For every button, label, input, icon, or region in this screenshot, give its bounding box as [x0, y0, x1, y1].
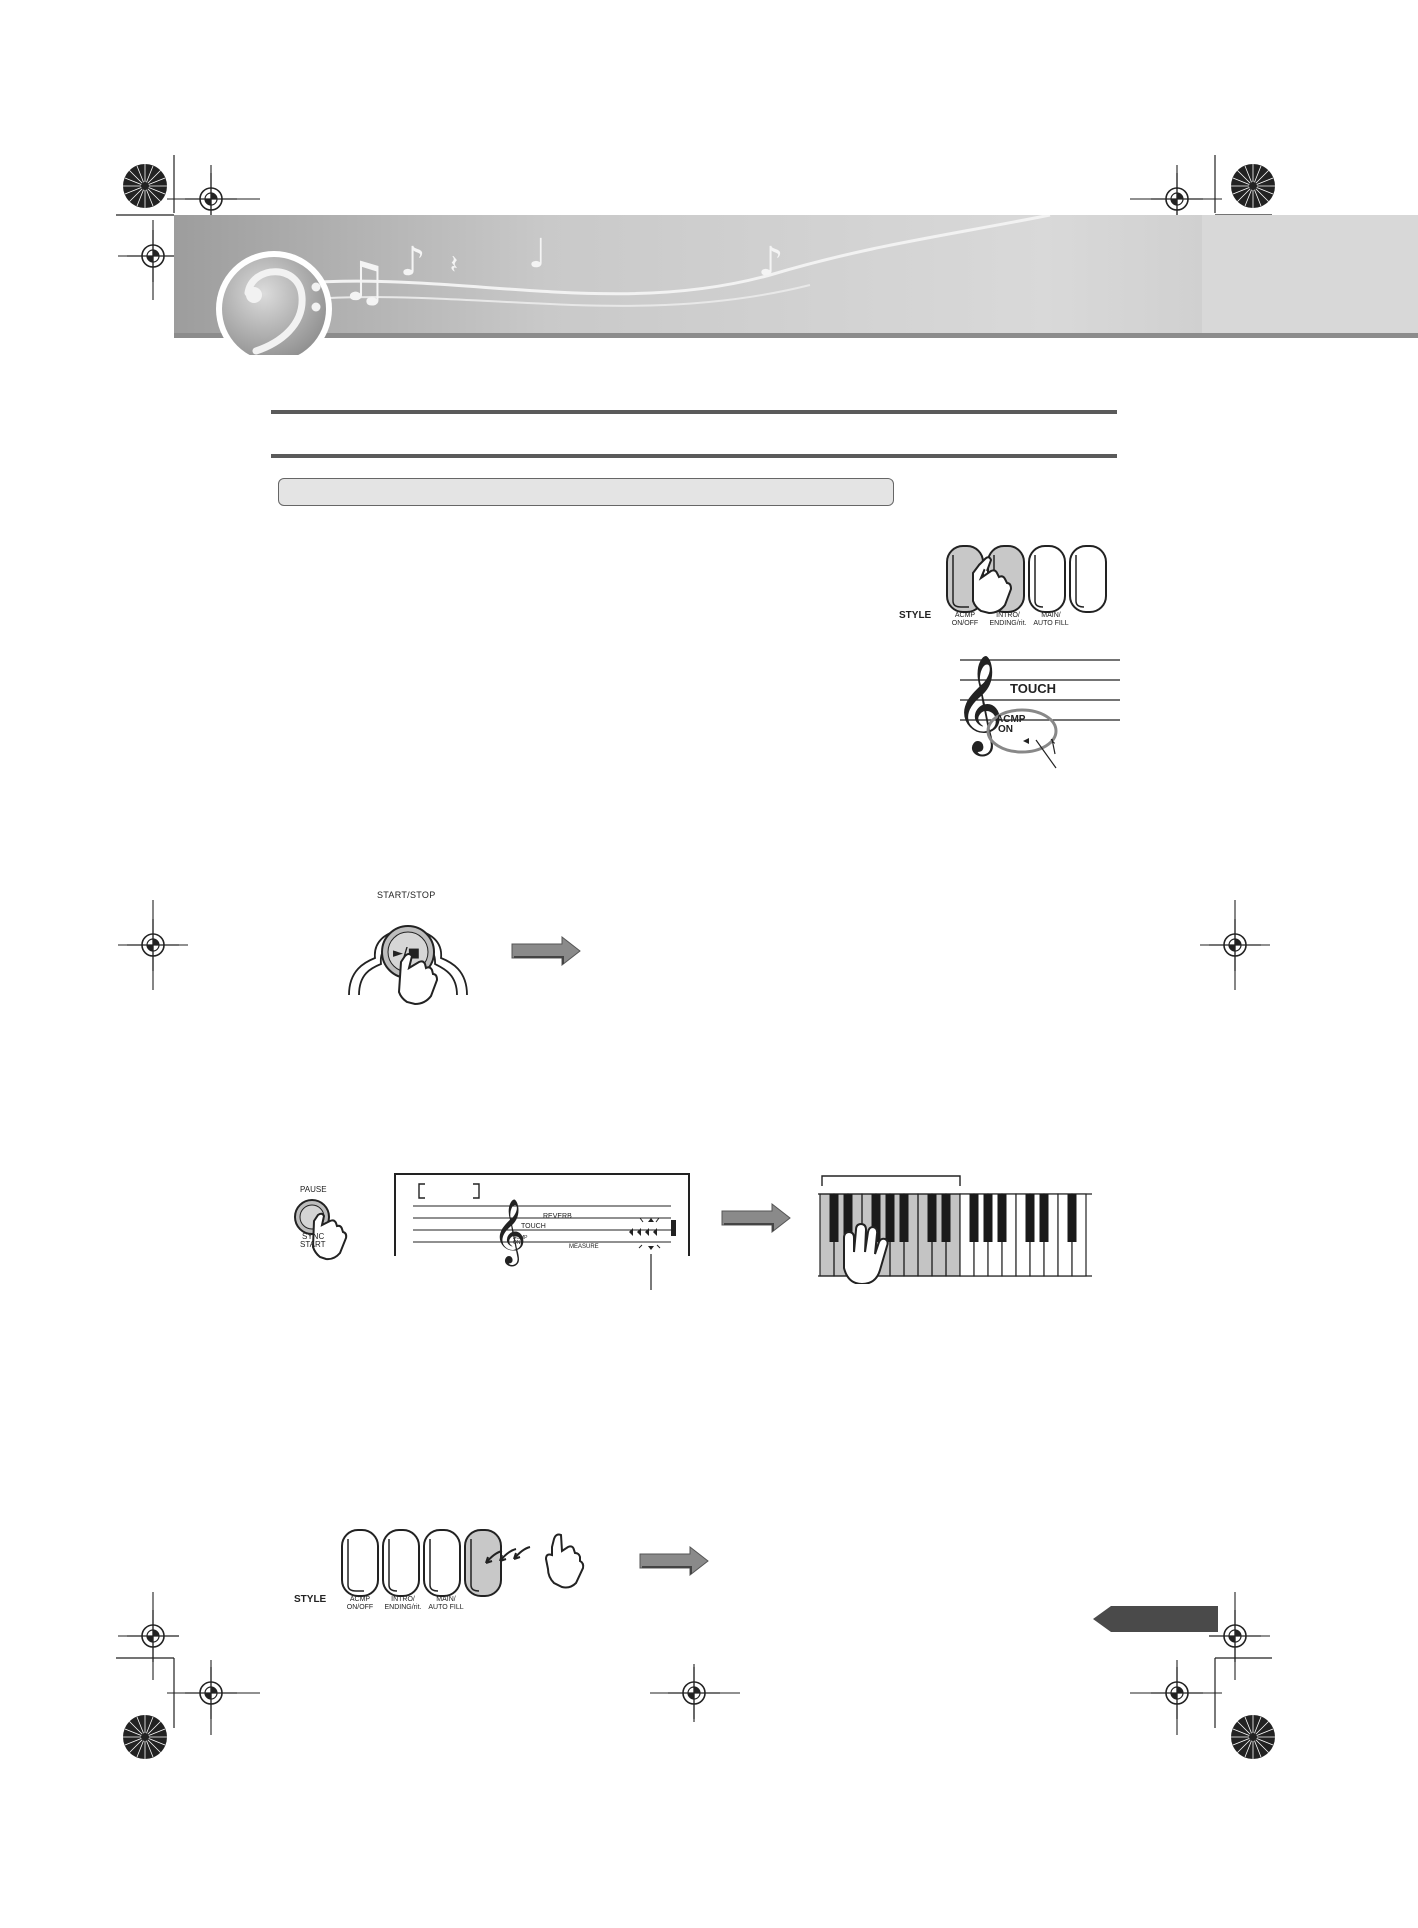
right-arrow-icon [639, 1546, 709, 1576]
keyboard-illustration [818, 1172, 1092, 1284]
right-arrow-icon [511, 936, 581, 966]
black-key [843, 1194, 853, 1242]
acmp-display: 𝄞 TOUCH ACMP ON [950, 648, 1125, 768]
start-label: START [300, 1240, 326, 1249]
main-auto-fill-button[interactable] [423, 1529, 461, 1597]
black-key [1025, 1194, 1035, 1242]
chapter-header-band: ♫ ♪ 𝄽 ♩ ♪ [174, 215, 1418, 355]
black-key [829, 1194, 839, 1242]
touch-indicator: TOUCH [1010, 681, 1056, 696]
acmp-indicator-lcd: ACMP [513, 1235, 528, 1241]
reverb-indicator: REVERB [543, 1213, 572, 1220]
black-key [983, 1194, 993, 1242]
svg-text:♪: ♪ [400, 239, 426, 285]
beat-indicator [629, 1218, 657, 1250]
black-key [941, 1194, 951, 1242]
lcd-display: 𝄞 REVERB TOUCH ACMP ON MEASURE [393, 1170, 693, 1290]
star-target-icon [1230, 1714, 1276, 1760]
section-rule-top [271, 410, 1117, 414]
treble-clef-icon: 𝄞 [493, 1199, 526, 1266]
touch-indicator-lcd: TOUCH [521, 1223, 546, 1230]
finger-press-icon [544, 1533, 585, 1589]
main-auto-fill-label: MAIN/AUTO FILL [428, 1596, 464, 1611]
black-key [927, 1194, 937, 1242]
style-label: STYLE [294, 1594, 327, 1605]
star-target-icon [1230, 163, 1276, 209]
measure-indicator: MEASURE [569, 1244, 599, 1250]
sync-label: SYNC [302, 1232, 325, 1241]
black-key [1067, 1194, 1077, 1242]
start-stop-symbol: ►/■ [393, 946, 420, 961]
subsection-bar [278, 478, 894, 506]
callout-line [1035, 739, 1057, 769]
style-button-4[interactable] [464, 1529, 502, 1597]
pause-sync-panel: PAUSE SYNC START [290, 1185, 370, 1265]
style-button-4[interactable] [1069, 545, 1107, 613]
black-key [997, 1194, 1007, 1242]
on-indicator-lcd: ON [513, 1240, 521, 1246]
intro-ending-label: INTRO/ENDING/rit. [384, 1596, 422, 1611]
black-key [899, 1194, 909, 1242]
treble-clef-icon: 𝄞 [954, 654, 1004, 756]
start-stop-label: START/STOP [377, 890, 436, 900]
finger-press-icon [972, 556, 1013, 615]
section-rule-bottom [271, 454, 1117, 458]
star-target-icon [122, 163, 168, 209]
main-auto-fill-label: MAIN/AUTO FILL [1033, 612, 1069, 627]
star-target-icon [122, 1714, 168, 1760]
pause-label: PAUSE [300, 1185, 327, 1194]
svg-text:♩: ♩ [528, 231, 547, 277]
start-stop-panel: START/STOP ►/■ [345, 890, 475, 1010]
on-indicator: ON [998, 724, 1013, 735]
finger-press-icon [397, 953, 439, 1006]
page-tab [1093, 1606, 1218, 1632]
acmp-on-off-button[interactable] [341, 1529, 379, 1597]
intro-ending-label: INTRO/ENDING/rit. [989, 612, 1027, 627]
hand-icon [843, 1222, 889, 1284]
right-arrow-icon [721, 1203, 791, 1233]
black-key [871, 1194, 881, 1242]
black-key [885, 1194, 895, 1242]
music-note-icon: ♫ [340, 250, 388, 313]
acmp-indicator: ACMP [996, 714, 1026, 725]
svg-text:♪: ♪ [758, 239, 784, 285]
main-auto-fill-button[interactable] [1028, 545, 1066, 613]
svg-text:𝄽: 𝄽 [450, 250, 458, 280]
black-key [1039, 1194, 1049, 1242]
finger-press-icon [311, 1212, 348, 1261]
style-label: STYLE [899, 610, 932, 621]
bass-clef-icon [244, 268, 321, 355]
black-key [969, 1194, 979, 1242]
intro-ending-button[interactable] [382, 1529, 420, 1597]
